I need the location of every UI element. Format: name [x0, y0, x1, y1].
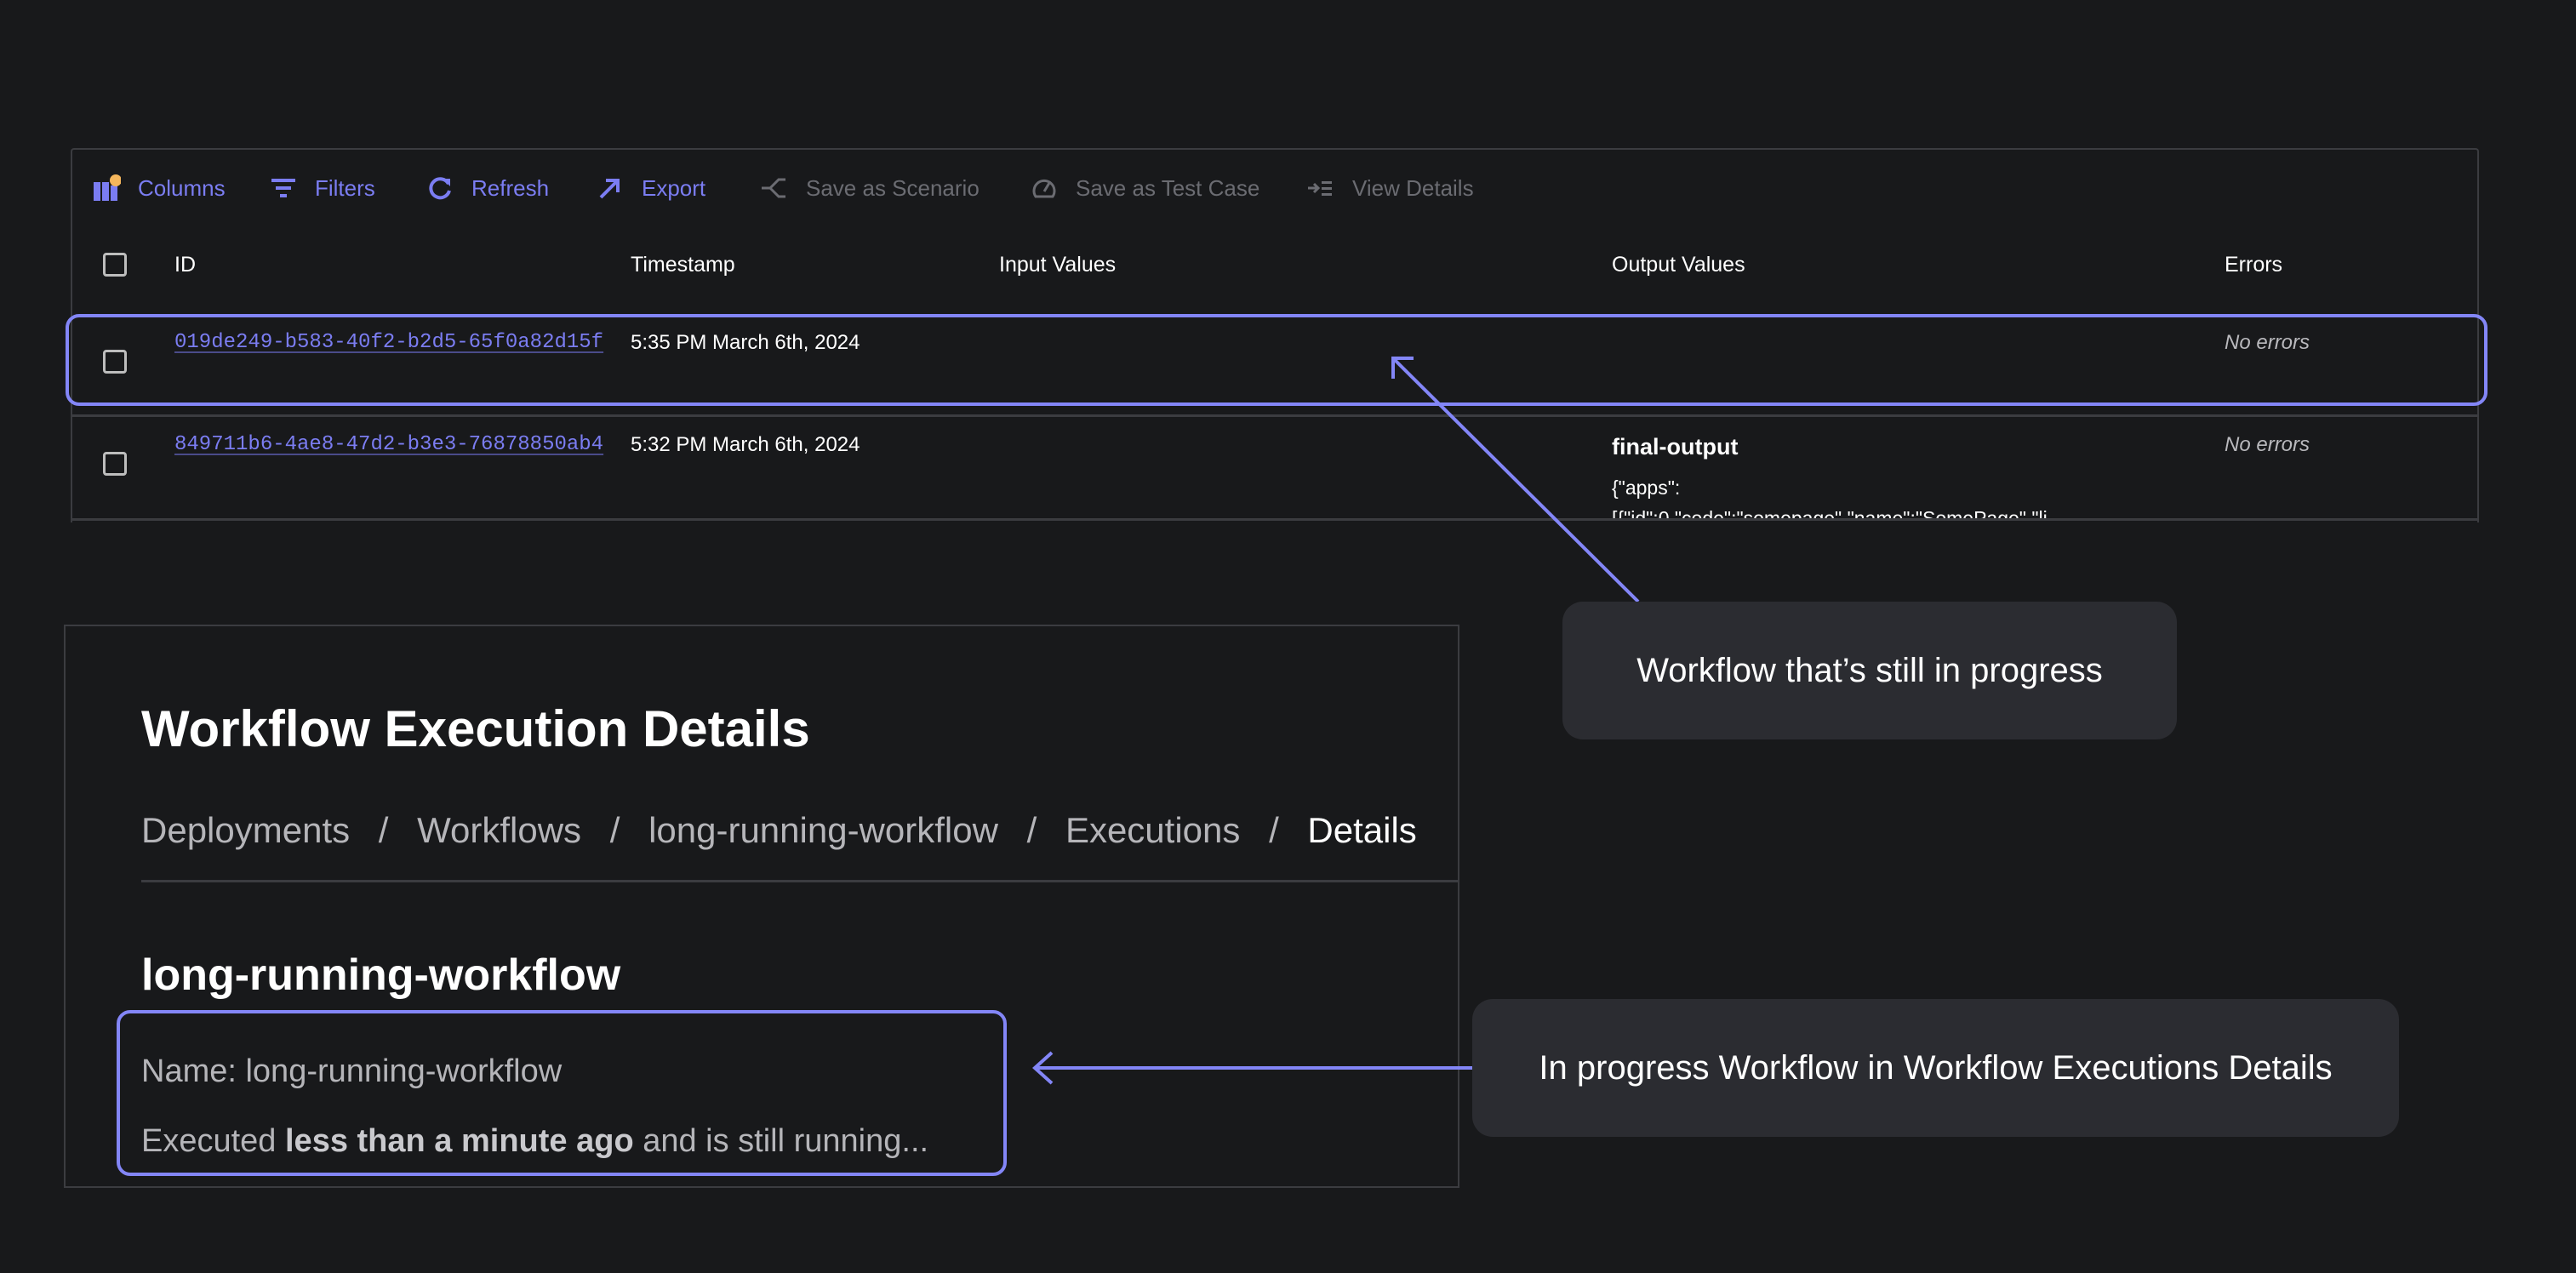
filters-button[interactable]: Filters [269, 174, 375, 203]
export-label: Export [642, 174, 706, 201]
header-timestamp[interactable]: Timestamp [631, 253, 735, 277]
breadcrumb-separator: / [609, 810, 620, 850]
header-id[interactable]: ID [174, 253, 196, 277]
breadcrumb-workflows[interactable]: Workflows [417, 810, 582, 850]
columns-label: Columns [138, 174, 226, 201]
timestamp-cell: 5:35 PM March 6th, 2024 [631, 331, 860, 354]
output-title: final-output [1612, 434, 1739, 460]
row-divider [71, 414, 2479, 417]
view-details-button[interactable]: View Details [1306, 174, 1474, 203]
breadcrumb-executions[interactable]: Executions [1065, 810, 1241, 850]
name-line: Name: long-running-workflow [141, 1053, 563, 1089]
breadcrumb: Deployments / Workflows / long-running-w… [141, 810, 1417, 851]
in-progress-row-highlight [66, 314, 2487, 406]
executed-suffix: and is still running... [633, 1123, 929, 1159]
breadcrumb-deployments[interactable]: Deployments [141, 810, 351, 850]
executed-time: less than a minute ago [285, 1123, 634, 1159]
save-as-scenario-button[interactable]: Save as Scenario [760, 174, 980, 203]
output-value: {"apps": [1612, 477, 1681, 499]
breadcrumb-separator: / [1026, 810, 1037, 850]
row-checkbox[interactable] [103, 350, 127, 374]
breadcrumb-separator: / [378, 810, 389, 850]
executed-status-line: Executed less than a minute ago and is s… [141, 1123, 928, 1160]
save-as-test-case-label: Save as Test Case [1076, 174, 1260, 201]
export-button[interactable]: Export [596, 174, 705, 203]
view-details-label: View Details [1352, 174, 1474, 201]
header-output-values[interactable]: Output Values [1612, 253, 1745, 277]
select-all-checkbox[interactable] [103, 253, 127, 277]
execution-details-panel [64, 625, 1459, 1188]
header-divider [141, 880, 1459, 882]
page-title: Workflow Execution Details [141, 700, 810, 757]
export-arrow-icon [599, 179, 620, 199]
save-as-test-case-button[interactable]: Save as Test Case [1030, 174, 1259, 203]
executed-prefix: Executed [141, 1123, 285, 1159]
header-errors[interactable]: Errors [2225, 253, 2283, 277]
output-value-continued: [{"id":0,"code":"somepage","name":"SomeP… [1612, 507, 2048, 519]
timestamp-cell: 5:32 PM March 6th, 2024 [631, 433, 860, 456]
callout-in-progress-row: Workflow that’s still in progress [1562, 602, 2177, 739]
breadcrumb-details: Details [1307, 810, 1417, 850]
branch-icon [762, 178, 785, 198]
breadcrumb-workflow[interactable]: long-running-workflow [648, 810, 998, 850]
executions-table-panel [71, 148, 2479, 522]
refresh-button[interactable]: Refresh [426, 174, 549, 203]
gauge-icon [1032, 179, 1056, 198]
errors-cell: No errors [2225, 433, 2310, 456]
columns-button[interactable]: Columns [92, 174, 226, 203]
refresh-icon [429, 177, 451, 200]
arrow-to-details-icon [1032, 1051, 1472, 1085]
in-progress-info-highlight [117, 1010, 1007, 1176]
output-value-overflow: [{"id":0,"code":"somepage","name":"SomeP… [1612, 507, 2048, 519]
view-details-icon [1308, 181, 1332, 196]
save-as-scenario-label: Save as Scenario [806, 174, 980, 201]
execution-id-link[interactable]: 019de249-b583-40f2-b2d5-65f0a82d15f [174, 331, 604, 354]
header-input-values[interactable]: Input Values [999, 253, 1117, 277]
columns-icon [94, 174, 121, 201]
breadcrumb-separator: / [1269, 810, 1279, 850]
callout-in-progress-details: In progress Workflow in Workflow Executi… [1472, 999, 2399, 1137]
filters-label: Filters [315, 174, 375, 201]
workflow-name-heading: long-running-workflow [141, 950, 621, 1000]
table-bottom-edge [71, 518, 2479, 521]
filter-icon [271, 179, 295, 197]
row-checkbox[interactable] [103, 452, 127, 476]
arrow-to-row-icon [1391, 357, 1640, 603]
errors-cell: No errors [2225, 331, 2310, 354]
refresh-label: Refresh [471, 174, 550, 201]
execution-id-link[interactable]: 849711b6-4ae8-47d2-b3e3-76878850ab4 [174, 433, 604, 456]
